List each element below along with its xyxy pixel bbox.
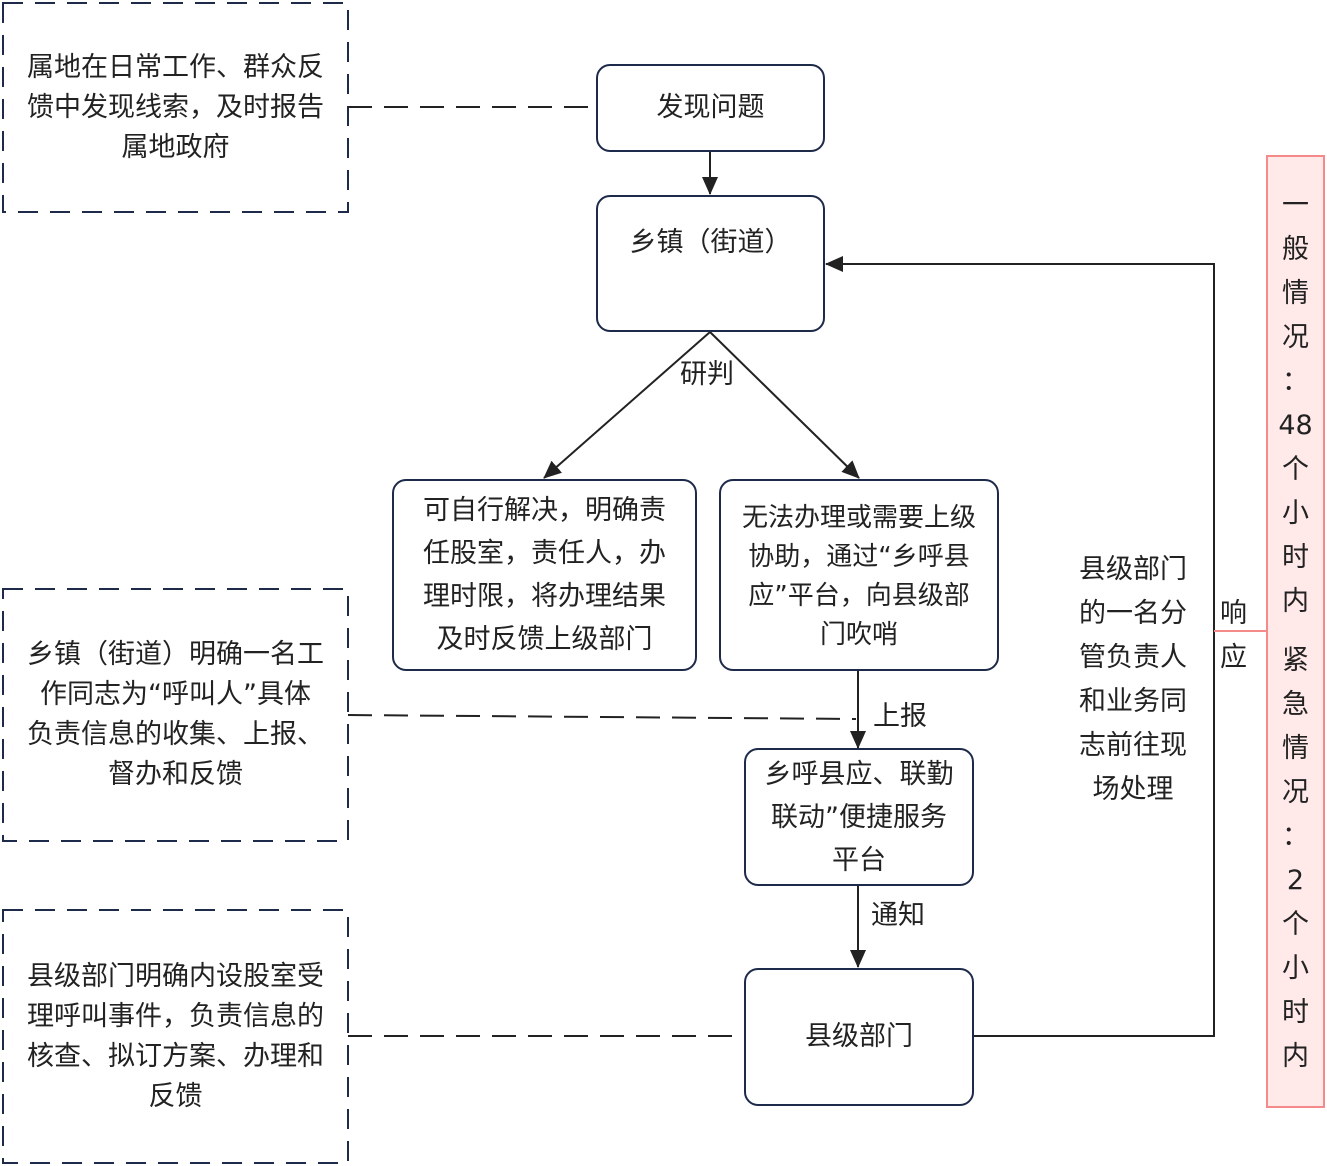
node-discover: 发现问题 xyxy=(596,64,825,152)
edge-label-respond: 响 应 xyxy=(1220,598,1247,673)
timing-general-char: 般 xyxy=(1281,234,1309,266)
timing-general-char: ： xyxy=(1281,366,1309,398)
timing-general-char: 况 xyxy=(1281,322,1309,354)
timing-urgent-char: ： xyxy=(1282,820,1309,852)
node-escalate-text: 无法办理或需要上级 协助，通过“乡呼县 应”平台，向县级部 门吹哨 xyxy=(741,503,976,650)
timing-urgent-char: 况 xyxy=(1282,776,1309,808)
note-box-county-border xyxy=(2,909,349,1164)
note-box-caller-border xyxy=(2,588,349,842)
node-escalate: 无法办理或需要上级 协助，通过“乡呼县 应”平台，向县级部 门吹哨 xyxy=(719,479,999,671)
arrow-county-to-township xyxy=(825,256,1215,1037)
timing-general-char: 一 xyxy=(1281,190,1309,222)
note-county: 县级部门明确内设股室受 理呼叫事件，负责信息的 核查、拟订方案、办理和 反馈 xyxy=(3,910,348,1163)
timing-general-char: 情 xyxy=(1281,278,1309,310)
node-county-dept: 县级部门 xyxy=(744,968,974,1106)
node-platform: 乡呼县应、联勤 联动”便捷服务 平台 xyxy=(744,748,974,886)
node-county-dept-text: 县级部门 xyxy=(805,1021,913,1052)
timing-urgent-char: 小 xyxy=(1282,952,1309,984)
timing-urgent-char: 内 xyxy=(1282,1040,1309,1072)
note-caller: 乡镇（街道）明确一名工 作同志为“呼叫人”具体 负责信息的收集、上报、 督办和反… xyxy=(3,589,348,841)
arrow-township-to-self-resolve xyxy=(543,331,711,479)
timing-urgent-char: 情 xyxy=(1282,732,1309,764)
edge-label-judge: 研判 xyxy=(680,359,734,390)
timing-general-char: 内 xyxy=(1281,586,1309,618)
note-discover: 属地在日常工作、群众反 馈中发现线索，及时报告 属地政府 xyxy=(3,3,348,212)
node-township-text: 乡镇（街道） xyxy=(629,227,792,258)
timing-general-char: 48 xyxy=(1278,410,1313,442)
note-discover-text: 属地在日常工作、群众反 馈中发现线索，及时报告 属地政府 xyxy=(27,51,324,163)
timing-urgent: 紧急情况 ： 2 个小时内 xyxy=(1282,639,1309,1079)
timing-urgent-char: 2 xyxy=(1286,864,1305,896)
timing-urgent-char: 急 xyxy=(1282,688,1309,720)
timing-urgent-char: 紧 xyxy=(1282,644,1309,676)
node-township: 乡镇（街道） xyxy=(596,195,825,332)
note-county-text: 县级部门明确内设股室受 理呼叫事件，负责信息的 核查、拟订方案、办理和 反馈 xyxy=(27,960,324,1112)
node-platform-text: 乡呼县应、联勤 联动”便捷服务 平台 xyxy=(764,758,954,876)
node-self-resolve: 可自行解决，明确责 任股室，责任人，办 理时限，将办理结果 及时反馈上级部门 xyxy=(392,479,697,671)
timing-urgent-char: 个 xyxy=(1282,908,1309,940)
note-caller-text: 乡镇（街道）明确一名工 作同志为“呼叫人”具体 负责信息的收集、上报、 督办和反… xyxy=(27,639,324,790)
dashed-link-caller xyxy=(347,714,857,720)
timing-general: 一般情况 ： 48 个小时内 xyxy=(1278,184,1312,624)
timing-general-char: 小 xyxy=(1281,498,1309,530)
edge-label-notify: 通知 xyxy=(871,900,925,931)
node-self-resolve-text: 可自行解决，明确责 任股室，责任人，办 理时限，将办理结果 及时反馈上级部门 xyxy=(423,495,666,655)
timing-urgent-char: 时 xyxy=(1282,996,1309,1028)
edge-label-report: 上报 xyxy=(873,701,927,732)
timing-general-char: 时 xyxy=(1281,542,1309,574)
arrow-township-to-escalate xyxy=(709,331,860,479)
node-discover-text: 发现问题 xyxy=(656,92,765,123)
edge-label-onsite: 县级部门 的一名分 管负责人 和业务同 志前往现 场处理 xyxy=(1079,554,1187,805)
timing-general-char: 个 xyxy=(1281,454,1309,486)
